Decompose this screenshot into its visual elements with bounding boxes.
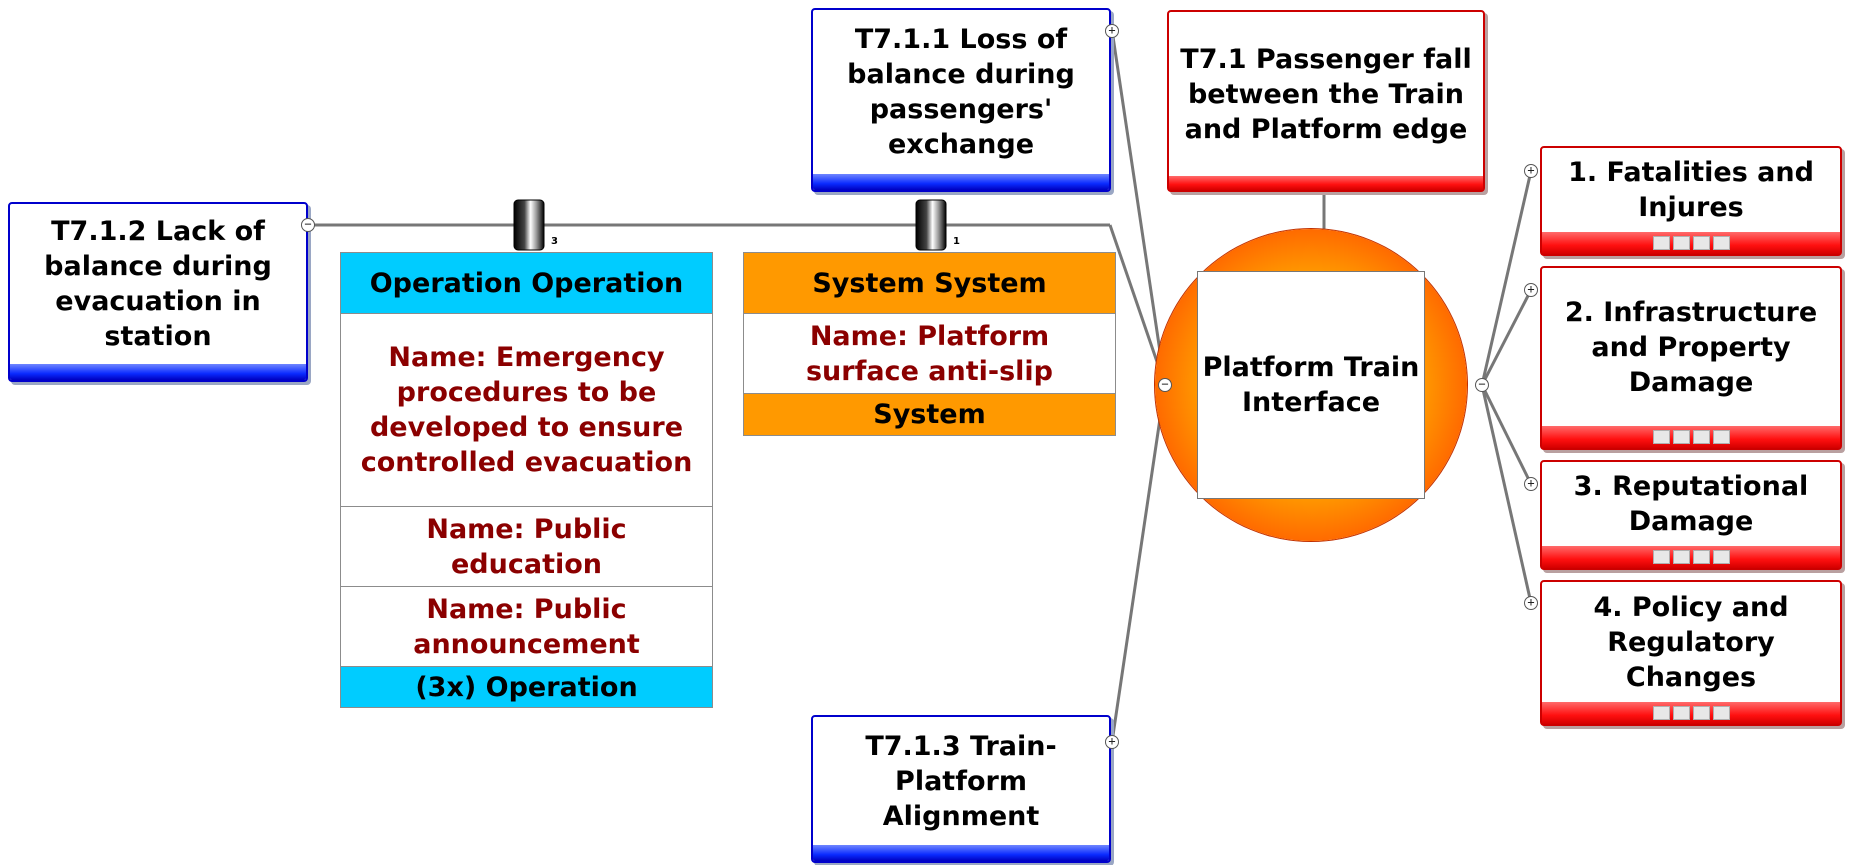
consequence-label: 3. Reputational Damage: [1573, 471, 1809, 537]
threat-label: T7.1.3 Train-Platform Alignment: [865, 730, 1057, 832]
consequence-bar: [1542, 546, 1840, 568]
threat-t711[interactable]: T7.1.1 Loss of balance during passengers…: [811, 8, 1111, 192]
consequence-label: 2. Infrastructure and Property Damage: [1564, 296, 1818, 398]
threat-bar: [813, 845, 1109, 861]
minus-circle-icon[interactable]: −: [1158, 378, 1172, 392]
top-event[interactable]: T7.1 Passenger fall between the Train an…: [1167, 10, 1485, 192]
system-barrier-header: System System: [744, 253, 1115, 313]
plus-circle-icon[interactable]: +: [1524, 477, 1538, 491]
cons-link-2: [1480, 289, 1533, 386]
threat-t712[interactable]: T7.1.2 Lack of balance during evacuation…: [8, 202, 308, 382]
cons-link-1: [1480, 170, 1533, 386]
operation-barrier-panel[interactable]: Operation Operation Name: Emergency proc…: [340, 252, 713, 708]
threat-link-t712-diag: [1108, 224, 1167, 386]
consequence-1[interactable]: 1. Fatalities and Injures: [1540, 146, 1842, 256]
consequence-3[interactable]: 3. Reputational Damage: [1540, 460, 1842, 570]
hazard-circle[interactable]: Platform Train Interface: [1155, 229, 1467, 541]
consequence-4[interactable]: 4. Policy and Regulatory Changes: [1540, 580, 1842, 726]
threat-t713[interactable]: T7.1.3 Train-Platform Alignment: [811, 715, 1111, 863]
top-event-label: T7.1 Passenger fall between the Train an…: [1180, 43, 1472, 145]
threat-bar: [813, 174, 1109, 190]
operation-barrier-item[interactable]: Name: Emergency procedures to be develop…: [341, 313, 712, 506]
operation-barrier-item[interactable]: Name: Public education: [341, 506, 712, 586]
cons-link-3: [1480, 384, 1533, 485]
threat-label: T7.1.2 Lack of balance during evacuation…: [44, 216, 272, 352]
threat-bar: [10, 364, 306, 380]
consequence-label: 1. Fatalities and Injures: [1568, 157, 1814, 223]
consequence-bar: [1542, 232, 1840, 254]
operation-barrier-count: 3: [551, 236, 558, 247]
system-barrier-footer: System: [744, 393, 1115, 435]
system-barrier-count: 1: [953, 236, 960, 247]
consequence-bar: [1542, 702, 1840, 724]
threat-link-t711: [1110, 29, 1167, 386]
plus-circle-icon[interactable]: +: [1524, 164, 1538, 178]
threat-link-t713: [1110, 384, 1167, 743]
top-event-bar: [1169, 176, 1483, 190]
operation-barrier-header: Operation Operation: [341, 253, 712, 313]
consequence-2[interactable]: 2. Infrastructure and Property Damage: [1540, 266, 1842, 450]
hazard-label: Platform Train Interface: [1197, 271, 1425, 499]
minus-circle-icon[interactable]: −: [301, 218, 315, 232]
consequence-label: 4. Policy and Regulatory Changes: [1593, 591, 1789, 693]
plus-circle-icon[interactable]: +: [1524, 596, 1538, 610]
threat-label: T7.1.1 Loss of balance during passengers…: [847, 24, 1075, 160]
plus-circle-icon[interactable]: +: [1105, 24, 1119, 38]
cons-link-4: [1480, 384, 1533, 604]
system-barrier-panel[interactable]: System System Name: Platform surface ant…: [743, 252, 1116, 436]
operation-barrier-item[interactable]: Name: Public announcement: [341, 586, 712, 666]
minus-circle-icon[interactable]: −: [1475, 378, 1489, 392]
consequence-bar: [1542, 426, 1840, 448]
plus-circle-icon[interactable]: +: [1105, 735, 1119, 749]
barrier-cylinder-icon: [513, 199, 947, 251]
system-barrier-item[interactable]: Name: Platform surface anti-slip: [744, 313, 1115, 393]
operation-barrier-footer: (3x) Operation: [341, 666, 712, 707]
plus-circle-icon[interactable]: +: [1524, 283, 1538, 297]
